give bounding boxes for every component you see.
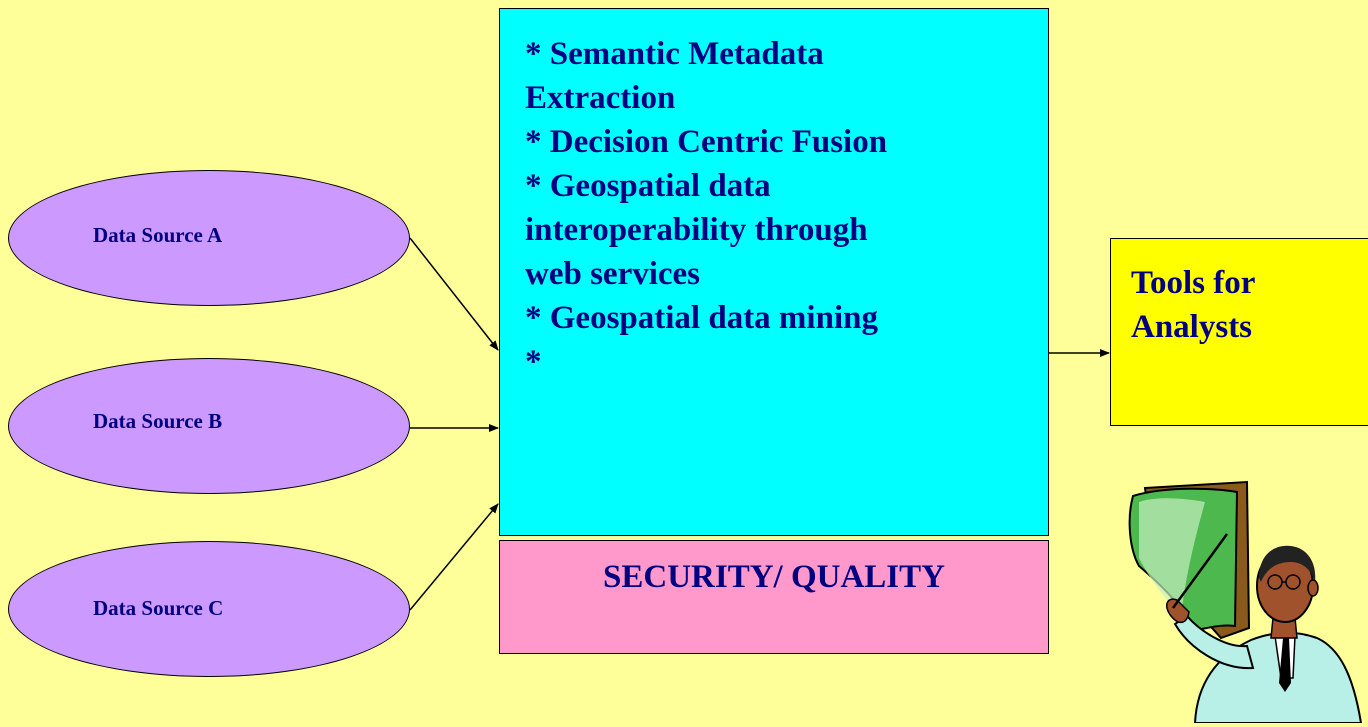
arrow-source-a-to-processing bbox=[409, 237, 499, 351]
processing-line: web services bbox=[525, 256, 701, 292]
processing-line: * bbox=[525, 344, 542, 380]
data-source-a-ellipse: Data Source A bbox=[8, 170, 410, 306]
data-source-c-label: Data Source C bbox=[93, 596, 224, 620]
processing-line: interoperability through bbox=[525, 212, 868, 248]
security-quality-box: SECURITY/ QUALITY bbox=[499, 540, 1049, 654]
data-source-c-ellipse: Data Source C bbox=[8, 541, 410, 677]
processing-list: * Semantic Metadata Extraction * Decisio… bbox=[525, 32, 1048, 384]
processing-line: * Geospatial data mining bbox=[525, 300, 878, 336]
tools-label-line-1: Tools for bbox=[1131, 265, 1256, 301]
tools-for-analysts-box: Tools for Analysts bbox=[1110, 238, 1368, 426]
security-quality-label: SECURITY/ QUALITY bbox=[603, 559, 945, 595]
processing-line: * Semantic Metadata bbox=[525, 36, 824, 72]
presenter-clipart-icon bbox=[1128, 480, 1363, 723]
processing-line: * Geospatial data bbox=[525, 168, 771, 204]
processing-line: * Decision Centric Fusion bbox=[525, 124, 888, 160]
tools-label-line-2: Analysts bbox=[1131, 309, 1253, 345]
data-source-a-label: Data Source A bbox=[93, 223, 223, 247]
processing-line: Extraction bbox=[525, 80, 676, 116]
processing-box: * Semantic Metadata Extraction * Decisio… bbox=[499, 8, 1049, 536]
data-source-b-ellipse: Data Source B bbox=[8, 358, 410, 494]
arrow-source-c-to-processing bbox=[409, 503, 499, 611]
data-source-b-label: Data Source B bbox=[93, 409, 223, 433]
